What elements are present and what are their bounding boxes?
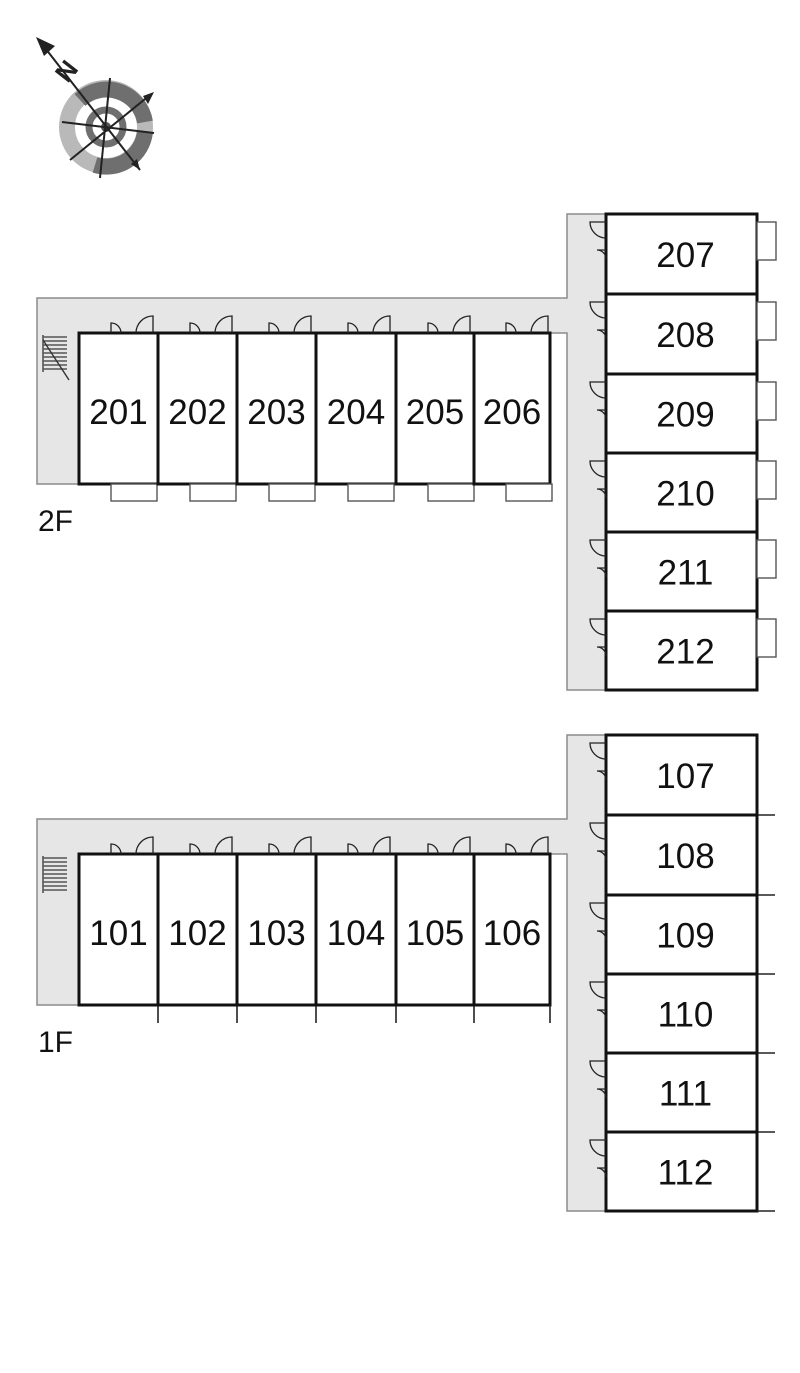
room-212: 212 <box>589 609 777 692</box>
room-102: 102 <box>156 836 239 1023</box>
floor-2f-plan: 201 202 203 204 205 206 207 208 209 210 211 212 2F <box>36 212 777 692</box>
room-208: 208 <box>589 292 777 376</box>
door-icon <box>505 836 549 855</box>
room-103: 103 <box>235 836 318 1023</box>
room-109: 109 <box>589 893 775 976</box>
door-icon <box>589 1060 607 1099</box>
staircase-icon <box>42 856 67 893</box>
room-210: 210 <box>589 451 777 534</box>
room-111: 111 <box>589 1051 775 1134</box>
room-number: 212 <box>656 633 714 672</box>
door-icon <box>268 836 312 855</box>
floor-1f-plan: 101 102 103 104 105 106 107 108 109 110 111 112 1F <box>36 733 775 1213</box>
door-icon <box>505 315 549 334</box>
balcony <box>505 483 553 502</box>
room-number: 201 <box>89 393 147 432</box>
door-icon <box>110 836 154 855</box>
room-112: 112 <box>589 1130 775 1213</box>
room-number: 105 <box>406 914 464 953</box>
room-104: 104 <box>314 836 398 1023</box>
balcony <box>756 618 777 658</box>
door-icon <box>589 381 607 420</box>
room-107: 107 <box>589 733 775 817</box>
room-106: 106 <box>472 836 552 1023</box>
room-number: 202 <box>168 393 226 432</box>
room-number: 108 <box>656 837 714 876</box>
door-icon <box>589 460 607 499</box>
door-icon <box>589 618 607 657</box>
room-number: 112 <box>658 1154 714 1193</box>
door-icon <box>347 315 391 334</box>
floor-label: 2F <box>38 505 73 538</box>
door-icon <box>110 315 154 334</box>
room-201: 201 <box>77 315 160 502</box>
balcony <box>756 381 777 421</box>
balcony <box>756 301 777 341</box>
door-icon <box>189 836 233 855</box>
room-number: 110 <box>658 996 714 1035</box>
balcony <box>756 221 777 261</box>
door-icon <box>589 539 607 578</box>
room-number: 211 <box>658 554 714 593</box>
door-icon <box>427 836 471 855</box>
room-211: 211 <box>589 530 777 613</box>
door-icon <box>589 1139 607 1178</box>
room-number: 207 <box>656 236 714 275</box>
room-number: 204 <box>327 393 385 432</box>
room-206: 206 <box>472 315 553 502</box>
balcony <box>110 483 158 502</box>
room-110: 110 <box>589 972 775 1055</box>
room-number: 208 <box>656 316 714 355</box>
room-203: 203 <box>235 315 318 502</box>
door-icon <box>589 981 607 1020</box>
door-icon <box>589 221 607 260</box>
door-icon <box>589 822 607 861</box>
room-number: 203 <box>247 393 305 432</box>
door-icon <box>189 315 233 334</box>
room-number: 109 <box>656 917 714 956</box>
staircase-icon <box>42 335 70 381</box>
room-number: 101 <box>89 914 147 953</box>
balcony <box>189 483 237 502</box>
door-icon <box>589 902 607 941</box>
room-101: 101 <box>77 836 160 1023</box>
room-205: 205 <box>394 315 476 502</box>
room-number: 210 <box>656 475 714 514</box>
door-icon <box>268 315 312 334</box>
balcony <box>268 483 316 502</box>
room-number: 209 <box>656 396 714 435</box>
balcony <box>756 539 777 579</box>
room-number: 104 <box>327 914 385 953</box>
door-icon <box>589 301 607 340</box>
room-number: 103 <box>247 914 305 953</box>
balcony <box>347 483 395 502</box>
room-204: 204 <box>314 315 398 502</box>
balcony <box>756 460 777 500</box>
room-209: 209 <box>589 372 777 455</box>
room-number: 106 <box>483 914 541 953</box>
compass-rose-icon: N <box>36 37 155 179</box>
room-number: 205 <box>406 393 464 432</box>
room-108: 108 <box>589 813 775 897</box>
room-202: 202 <box>156 315 239 502</box>
door-icon <box>427 315 471 334</box>
room-number: 206 <box>483 393 541 432</box>
floor-label: 1F <box>38 1026 73 1059</box>
room-number: 111 <box>659 1075 712 1114</box>
room-number: 107 <box>656 757 714 796</box>
room-number: 102 <box>168 914 226 953</box>
room-207: 207 <box>589 212 777 296</box>
door-icon <box>347 836 391 855</box>
door-icon <box>589 742 607 781</box>
balcony <box>427 483 475 502</box>
room-105: 105 <box>394 836 476 1023</box>
